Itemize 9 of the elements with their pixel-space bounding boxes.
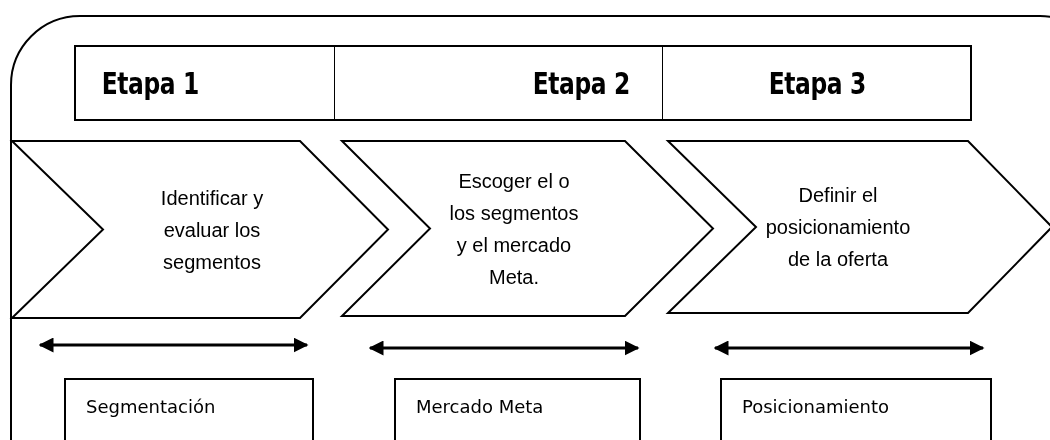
step-description: Identificar y evaluar los segmentos xyxy=(159,185,265,275)
stage-heading: Etapa 1 xyxy=(101,65,199,101)
stage-heading: Etapa 3 xyxy=(768,65,867,101)
label-box: Segmentación xyxy=(64,378,314,440)
step-description: Definir el posicionamiento de la oferta xyxy=(764,183,912,272)
label-box: Mercado Meta xyxy=(394,378,641,440)
stage-heading: Etapa 2 xyxy=(533,65,631,101)
step-description: Escoger el o los segmentos y el mercado Meta. xyxy=(449,168,579,290)
label-box: Posicionamiento xyxy=(720,378,992,440)
